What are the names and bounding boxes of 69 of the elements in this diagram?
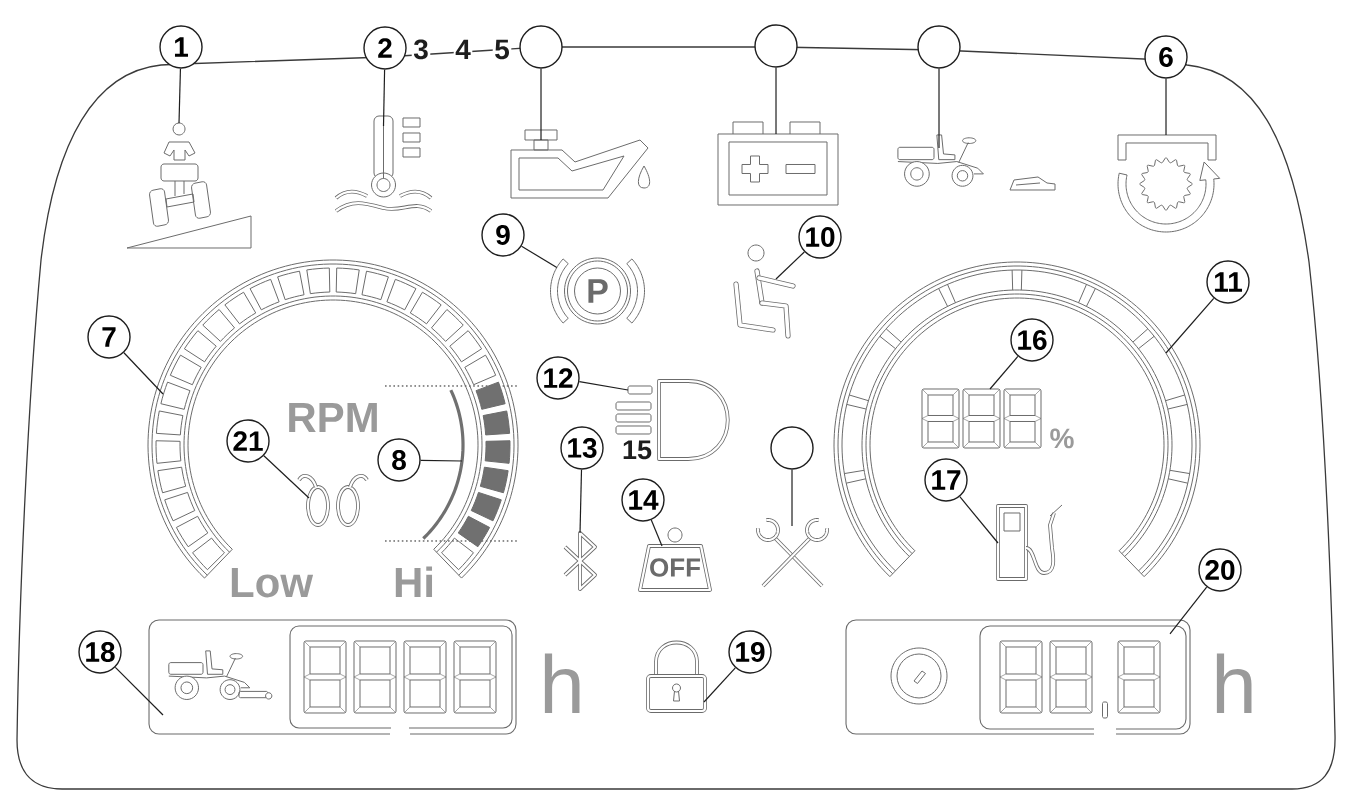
leader-line [521, 245, 558, 269]
callout-number: 19 [728, 630, 772, 674]
callout-circle [519, 25, 563, 69]
callout-number: 18 [78, 630, 122, 674]
digit-readout [979, 625, 1187, 730]
callout-number: 15 [623, 440, 652, 460]
gauge-label: RPM [289, 403, 377, 432]
leader-line [123, 352, 164, 395]
leader-line [959, 496, 999, 544]
callout-number: 6 [1144, 35, 1188, 79]
leader-line [938, 68, 940, 149]
unit-label: % [1050, 428, 1074, 449]
callout-number: 5 [492, 38, 512, 61]
crossed-wrenches-icon [756, 518, 829, 588]
leader-line [382, 69, 386, 127]
riding-mower-icon [897, 134, 1056, 191]
callout-number: 16 [1010, 318, 1054, 362]
fuel-pump-icon [996, 504, 1063, 581]
leader-line [178, 68, 182, 124]
padlock-icon [646, 640, 707, 713]
leader-line [989, 355, 1019, 390]
callout-number: 9 [481, 213, 525, 257]
callout-number: 14 [621, 478, 665, 522]
rotating-blade-icon [1117, 134, 1221, 233]
segmented-gauge [833, 261, 1201, 578]
headlight-icon [615, 379, 730, 461]
callout-number: 7 [87, 315, 131, 359]
leader-line [420, 459, 463, 462]
leader-line [263, 455, 310, 499]
seated-person-icon [733, 244, 796, 339]
callout-circle [770, 426, 814, 470]
leader-line [578, 381, 629, 391]
unit-label: h [544, 653, 580, 713]
callout-number: 10 [798, 215, 842, 259]
leader-line [650, 519, 663, 547]
leader-line [775, 251, 805, 280]
callout-number: 3 [411, 37, 431, 61]
callout-number: 12 [536, 356, 580, 400]
leader-line [1165, 297, 1215, 354]
unit-label: h [1216, 653, 1252, 713]
callout-number: 8 [377, 438, 421, 482]
callout-circle [754, 24, 798, 68]
leader-line [114, 666, 164, 716]
callout-circle [917, 25, 961, 69]
thermometer-icon [334, 115, 433, 213]
gauge-label: Low [231, 568, 314, 598]
leader-line [579, 469, 583, 534]
oil-can-icon [510, 129, 651, 199]
gauge-label: Hi [395, 566, 432, 597]
leader-line [775, 67, 777, 135]
callout-number: 4 [453, 38, 473, 61]
digit-readout [921, 388, 1042, 449]
leader-line [1169, 586, 1208, 635]
callout-number: 2 [363, 26, 407, 70]
leader-line [791, 469, 793, 527]
leader-line [1165, 78, 1167, 136]
range-arc [422, 389, 465, 540]
callout-number: 11 [1206, 260, 1250, 304]
tractor-on-slope-icon [126, 122, 252, 249]
coil-icon [297, 474, 369, 527]
callout-number: 1 [159, 25, 203, 69]
battery-icon [717, 121, 839, 206]
callout-number: 20 [1198, 548, 1242, 592]
callout-number: 17 [924, 458, 968, 502]
leader-line [703, 667, 736, 703]
bluetooth-icon [563, 531, 597, 591]
callout-number: 13 [560, 426, 604, 470]
hour-meter-panel [148, 619, 517, 735]
callout-number: 21 [226, 419, 270, 463]
